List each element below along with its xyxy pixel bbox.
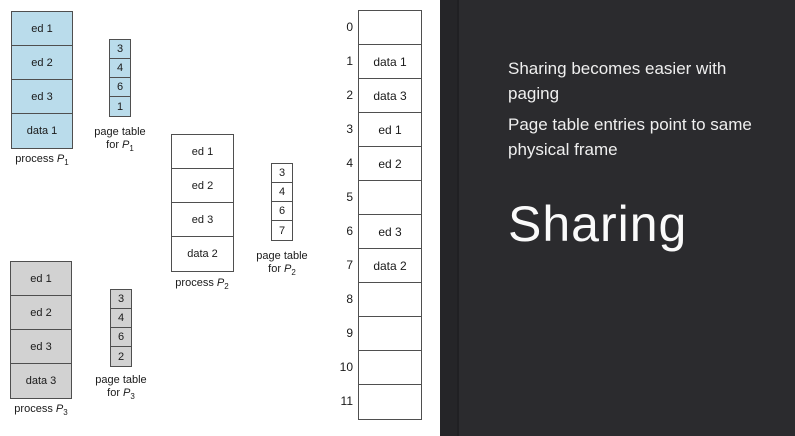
process-p1-pages: ed 1 ed 2 ed 3 data 1: [11, 11, 73, 149]
memory-frame: [359, 283, 421, 317]
process-p2-pages: ed 1 ed 2 ed 3 data 2: [171, 134, 234, 272]
memory-frame: [359, 351, 421, 385]
caption-subscript: 2: [224, 282, 229, 292]
memory-frame: ed 3: [359, 215, 421, 249]
pt3-entry: 2: [111, 347, 131, 366]
panel-edge-strip: [440, 0, 459, 436]
p2-page: ed 2: [172, 169, 233, 203]
caption-text: for: [268, 263, 281, 275]
caption-symbol: P: [284, 263, 292, 275]
frame-number: 1: [346, 54, 353, 68]
pt1-entry: 1: [110, 97, 130, 116]
frame-number: 10: [339, 360, 353, 374]
caption-symbol: P: [55, 403, 64, 415]
pt3-entry: 3: [111, 290, 131, 309]
page-table-p3-caption: page table for P3: [87, 374, 155, 403]
caption-text: process: [15, 153, 54, 165]
p2-page: data 2: [172, 237, 233, 271]
slide-text-panel: Sharing becomes easier with paging Page …: [440, 0, 795, 436]
frame-number: 9: [346, 326, 353, 340]
paging-sharing-diagram: ed 1 ed 2 ed 3 data 1 process P1 3 4 6 1…: [7, 10, 422, 420]
caption-text: page table: [95, 374, 147, 386]
frame-number: 0: [346, 20, 353, 34]
p3-page: ed 1: [11, 262, 71, 296]
p3-page: ed 3: [11, 330, 71, 364]
caption-text: page table: [94, 126, 146, 138]
pt1-entry: 4: [110, 59, 130, 78]
caption-text: process: [175, 277, 214, 289]
memory-frame: data 1: [359, 45, 421, 79]
bullet-line: Page table entries point to same: [508, 115, 752, 134]
frame-number: 4: [346, 156, 353, 170]
slide-title: Sharing: [508, 196, 688, 252]
caption-text: process: [14, 403, 53, 415]
pt1-entry: 6: [110, 78, 130, 97]
p1-page: data 1: [12, 114, 72, 148]
frame-number: 6: [346, 224, 353, 238]
bullet-line: Sharing becomes easier with: [508, 59, 727, 78]
page-table-p3: 3 4 6 2: [110, 289, 132, 367]
page-table-p2-caption: page table for P2: [248, 250, 316, 279]
caption-subscript: 3: [130, 392, 135, 402]
panel-content: Sharing becomes easier with paging Page …: [508, 56, 795, 250]
page-table-p2: 3 4 6 7: [271, 163, 293, 241]
bullet-line: paging: [508, 84, 560, 103]
bullet-sharing-easier: Sharing becomes easier with paging: [508, 56, 795, 106]
caption-text: for: [106, 139, 119, 151]
memory-frame: [359, 181, 421, 215]
frame-table: data 1 data 3 ed 1 ed 2 ed 3 data 2: [358, 10, 422, 420]
caption-text: page table: [256, 250, 308, 262]
pt2-entry: 6: [272, 202, 292, 221]
caption-symbol: P: [216, 277, 225, 289]
bullet-line: physical frame: [508, 140, 618, 159]
frame-number: 7: [346, 258, 353, 272]
frame-numbers: 0 1 2 3 4 5 6 7 8 9 10 11: [328, 10, 358, 420]
p1-page: ed 1: [12, 12, 72, 46]
process-p3-caption: process P3: [7, 403, 75, 419]
pt2-entry: 7: [272, 221, 292, 240]
frame-number: 8: [346, 292, 353, 306]
memory-frame: [359, 385, 421, 419]
caption-symbol: P: [56, 153, 65, 165]
frame-number: 11: [340, 394, 353, 408]
frame-number: 2: [346, 88, 353, 102]
memory-frame: [359, 317, 421, 351]
caption-symbol: P: [123, 387, 131, 399]
caption-text: for: [107, 387, 120, 399]
p2-page: ed 3: [172, 203, 233, 237]
page-table-p1: 3 4 6 1: [109, 39, 131, 117]
process-p1-caption: process P1: [8, 153, 76, 169]
pt2-entry: 3: [272, 164, 292, 183]
p3-page: ed 2: [11, 296, 71, 330]
caption-symbol: P: [122, 139, 130, 151]
pt1-entry: 3: [110, 40, 130, 59]
memory-frame: [359, 11, 421, 45]
memory-frame: data 3: [359, 79, 421, 113]
pt2-entry: 4: [272, 183, 292, 202]
bullet-page-table-entries: Page table entries point to same physica…: [508, 112, 795, 162]
p3-page: data 3: [11, 364, 71, 398]
caption-subscript: 3: [63, 408, 68, 418]
frame-number: 3: [346, 122, 353, 136]
p2-page: ed 1: [172, 135, 233, 169]
p1-page: ed 3: [12, 80, 72, 114]
process-p3-pages: ed 1 ed 2 ed 3 data 3: [10, 261, 72, 399]
memory-frame: data 2: [359, 249, 421, 283]
caption-subscript: 2: [291, 268, 296, 278]
caption-subscript: 1: [64, 158, 69, 168]
p1-page: ed 2: [12, 46, 72, 80]
process-p2-caption: process P2: [168, 277, 236, 293]
caption-subscript: 1: [129, 144, 134, 154]
pt3-entry: 6: [111, 328, 131, 347]
physical-memory: 0 1 2 3 4 5 6 7 8 9 10 11 data 1 data 3 …: [328, 10, 422, 420]
memory-frame: ed 2: [359, 147, 421, 181]
memory-frame: ed 1: [359, 113, 421, 147]
pt3-entry: 4: [111, 309, 131, 328]
frame-number: 5: [346, 190, 353, 204]
page-table-p1-caption: page table for P1: [86, 126, 154, 155]
